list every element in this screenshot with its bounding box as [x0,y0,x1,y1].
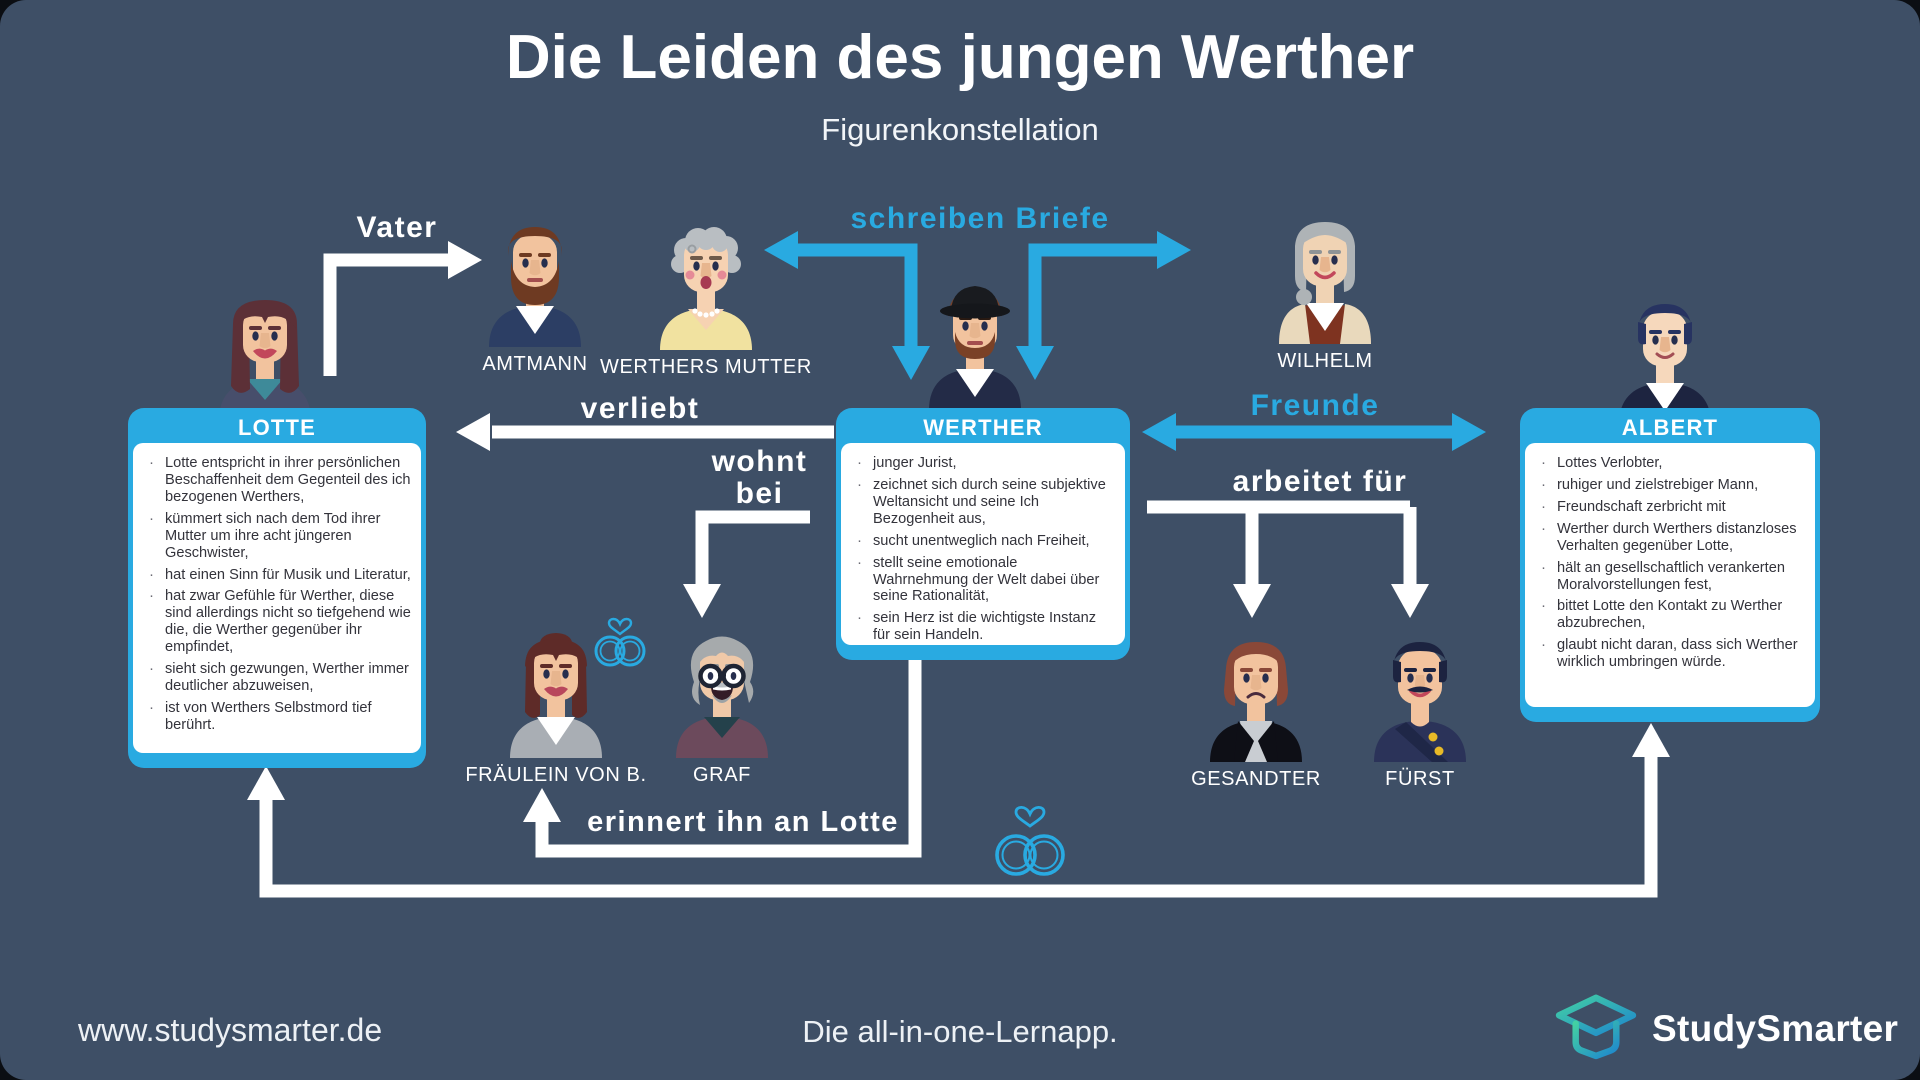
character-box-lotte: LOTTE Lotte entspricht in ihrer persönli… [128,408,426,768]
wohnt-bei-arrowhead [683,584,721,618]
box-title-werther: WERTHER [923,415,1043,440]
character-albert [1605,292,1725,429]
character-graf [662,626,782,763]
lotte-albert-arrowhead-left [247,766,285,800]
box-body-albert: Lottes Verlobter, ruhiger und zielstrebig… [1525,443,1815,707]
character-werther [915,278,1035,415]
brand-name: StudySmarter [1652,1008,1899,1049]
trait-bullet: sieht sich gezwungen, Werther immer deut… [141,660,411,695]
trait-bullet: kümmert sich nach dem Tod ihrer Mutter u… [141,510,411,562]
relation-label-erinnert: erinnert ihn an Lotte [587,806,899,838]
website-url: www.studysmarter.de [78,1012,383,1048]
relation-label-vater: Vater [356,211,438,244]
albert-avatar [1619,304,1711,424]
schreiben-briefe-arrowhead-wilhelm [1157,231,1191,269]
box-body-werther: junger Jurist, zeichnet sich durch seine … [841,443,1125,645]
character-box-albert: ALBERT Lottes Verlobter, ruhiger und ziel… [1520,408,1820,722]
amtmann-avatar [489,227,581,347]
wilhelm-avatar [1279,222,1371,344]
character-fuerst [1360,630,1480,767]
character-label-wilhelm: WILHELM [1277,350,1373,372]
trait-bullet: bittet Lotte den Kontakt zu Werther abzu… [1533,597,1805,632]
trait-bullet: junger Jurist, [849,454,1115,472]
character-amtmann [475,215,595,352]
schreiben-briefe-arrow-rechts [1028,243,1157,346]
character-label-graf: GRAF [693,764,751,786]
werther-traits-list: junger Jurist, zeichnet sich durch seine … [849,454,1115,644]
studysmarter-cap-icon [1555,994,1637,1060]
trait-bullet: Lottes Verlobter, [1533,454,1805,472]
wedding-rings-icon [594,617,646,667]
lotte-traits-list: Lotte entspricht in ihrer persönlichen B… [141,454,411,734]
werther-avatar [929,286,1021,410]
trait-bullet: zeichnet sich durch seine subjektive Wel… [849,476,1115,528]
footer-tagline: Die all-in-one-Lernapp. [802,1014,1118,1049]
box-title-lotte: LOTTE [237,415,317,440]
character-werthers-mutter [646,218,766,355]
trait-bullet: hält an gesellschaftlich verankerten Mor… [1533,559,1805,594]
character-label-werthers-mutter: WERTHERS MUTTER [600,356,812,378]
character-label-fuerst: FÜRST [1385,768,1455,790]
wohnt-bei-arrow [695,510,810,586]
schreiben-briefe-arrowhead-mutter [764,231,798,269]
box-title-albert: ALBERT [1621,415,1719,440]
albert-traits-list: Lottes Verlobter, ruhiger und zielstrebig… [1533,454,1805,671]
werthers-mutter-avatar [660,227,752,350]
gesandter-avatar [1210,642,1302,762]
trait-bullet: sucht unentweglich nach Freiheit, [849,532,1115,550]
trait-bullet: Freundschaft zerbricht mit [1533,498,1805,516]
relation-label-wohnt-bei: wohnt bei [711,445,808,510]
erinnert-arrowhead [523,788,561,822]
character-box-werther: WERTHER junger Jurist, zeichnet sich durc… [836,408,1130,660]
graf-avatar [676,636,768,758]
arbeitet-fuer-arrow [1147,500,1417,586]
character-gesandter [1196,630,1316,767]
verliebt-arrowhead [456,413,490,451]
trait-bullet: hat zwar Gefühle für Werther, diese sind… [141,587,411,656]
wedding-rings-icon [995,805,1065,876]
schreiben-briefe-arrow-links [798,243,918,346]
character-wilhelm [1265,212,1385,349]
box-body-lotte: Lotte entspricht in ihrer persönlichen B… [133,443,421,753]
trait-bullet: Werther durch Werthers distanzloses Verh… [1533,520,1805,555]
relation-label-arbeitet-fuer: arbeitet für [1232,465,1408,498]
character-lotte [205,288,325,425]
freunde-arrowhead-left [1142,413,1176,451]
relation-label-verliebt: verliebt [580,392,700,425]
page-subtitle: Figurenkonstellation [821,112,1099,147]
lotte-albert-arrowhead-right [1632,723,1670,757]
character-label-amtmann: AMTMANN [482,353,588,375]
arbeitet-fuer-arrowhead-left [1233,584,1271,618]
relation-label-schreiben-briefe: schreiben Briefe [850,202,1110,235]
fuerst-avatar [1374,642,1466,762]
trait-bullet: Lotte entspricht in ihrer persönlichen B… [141,454,411,506]
freunde-arrowhead-right [1452,413,1486,451]
page-title: Die Leiden des jungen Werther [505,23,1415,92]
trait-bullet: stellt seine emotionale Wahrnehmung der … [849,554,1115,606]
trait-bullet: hat einen Sinn für Musik und Literatur, [141,566,411,584]
trait-bullet: sein Herz ist die wichtigste Instanz für… [849,609,1115,644]
arbeitet-fuer-arrowhead-right [1391,584,1429,618]
relation-label-freunde: Freunde [1250,389,1380,422]
trait-bullet: ruhiger und zielstrebiger Mann, [1533,476,1805,494]
lotte-avatar [219,300,311,420]
trait-bullet: ist von Werthers Selbstmord tief berührt… [141,699,411,734]
trait-bullet: glaubt nicht daran, dass sich Werther wi… [1533,636,1805,671]
